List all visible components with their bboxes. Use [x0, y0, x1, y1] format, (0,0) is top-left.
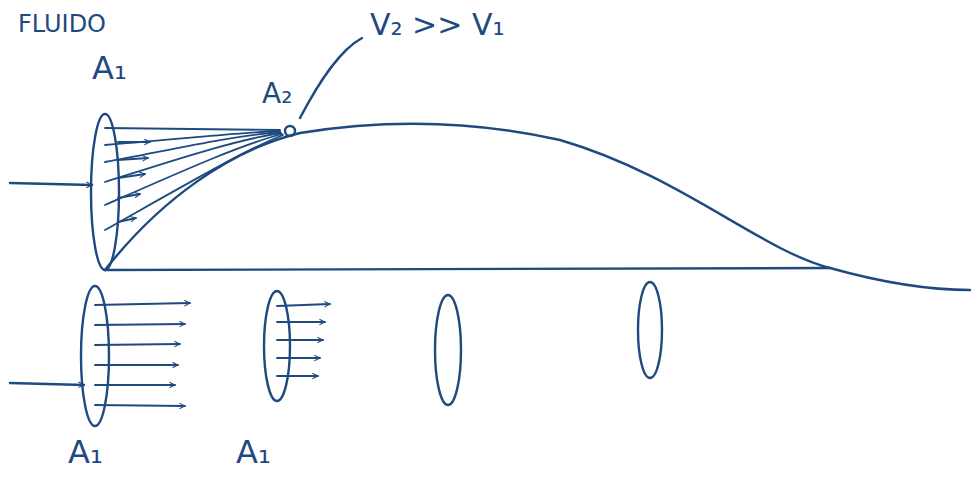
inflow-arrow	[10, 383, 84, 385]
section-ellipse	[638, 282, 662, 378]
outlet-section	[285, 126, 295, 136]
velocity-arrows	[95, 303, 330, 406]
section-label: A₁	[68, 436, 103, 468]
streamlines	[105, 128, 283, 230]
heading: FLUIDO	[18, 12, 106, 36]
section-label: A₂	[262, 80, 292, 108]
bump-profile	[105, 124, 970, 290]
section-label: A₁	[92, 52, 127, 84]
inflow-arrow	[10, 183, 92, 185]
section-ellipse	[264, 291, 290, 401]
velocity-note: V₂ >> V₁	[370, 10, 504, 40]
section-ellipse	[91, 114, 119, 270]
section-ellipse	[435, 295, 461, 405]
section-label: A₁	[236, 436, 271, 468]
leader-line	[300, 38, 362, 118]
ground-line	[105, 268, 830, 270]
